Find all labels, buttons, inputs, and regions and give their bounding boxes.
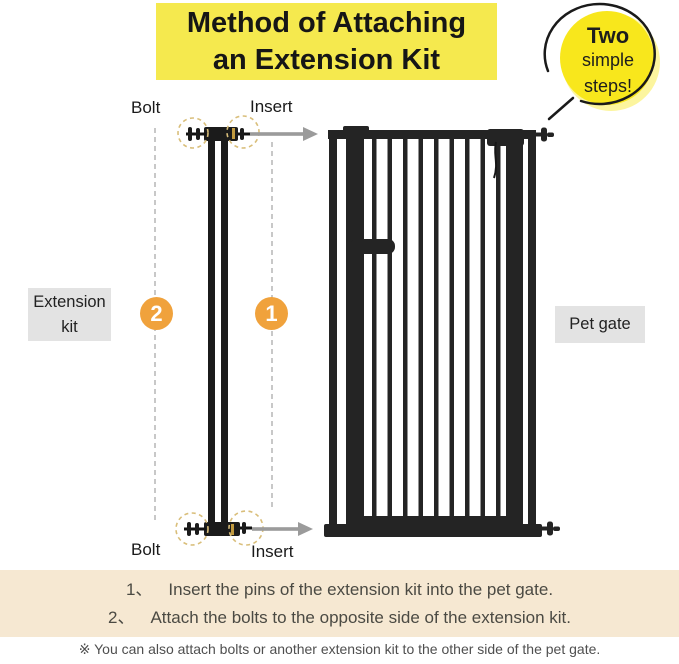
page-title-line1: Method of Attaching [186,6,467,39]
insert-bottom-label: Insert [251,542,294,561]
bolt-highlight-circles [175,115,264,546]
instruction-1-number: 1、 [125,580,153,599]
step-badge-1: 1 [255,297,288,330]
gate-mount-bolt-bottom-icon [542,521,560,536]
badge-text-line1: Two [586,22,630,48]
bolt-bottom-label: Bolt [131,540,161,559]
instruction-row-2: 2、 Attach the bolts to the opposite side… [0,605,679,630]
gate-handle [350,239,395,254]
gate-mount-bolt-top-icon [536,127,554,142]
page-title: Method of Attaching an Extension Kit [156,3,497,80]
badge-text-line2: simple [581,49,634,70]
pet-gate-illustration [324,126,560,537]
footnote: ※ You can also attach bolts or another e… [78,641,601,657]
latch-cord [493,141,498,179]
insert-pin-top-icon [238,128,250,140]
insert-top-label: Insert [250,97,293,116]
instruction-2-number: 2、 [107,608,135,627]
instruction-row-1: 1、 Insert the pins of the extension kit … [0,577,679,602]
page-title-line2: an Extension Kit [212,43,441,76]
instruction-1-text: Insert the pins of the extension kit int… [168,580,554,599]
instructions-band: 1、 Insert the pins of the extension kit … [0,570,679,637]
extension-kit-illustration [184,127,252,536]
step-badge-2: 2 [140,297,173,330]
instruction-2-text: Attach the bolts to the opposite side of… [150,608,571,627]
pet-gate-label: Pet gate [555,306,645,343]
insert-pin-bottom-icon [240,522,252,534]
steps-badge: Two simple steps! [558,13,658,107]
badge-text-line3: steps! [583,75,633,96]
bolt-top-icon [186,127,206,141]
bolt-bottom-icon [184,522,206,536]
extension-kit-label: Extension kit [28,288,111,341]
bolt-top-label: Bolt [131,98,161,117]
insert-arrow-bottom-icon [252,522,313,536]
insert-arrow-top-icon [250,127,318,141]
badge-circle-icon [543,2,660,121]
